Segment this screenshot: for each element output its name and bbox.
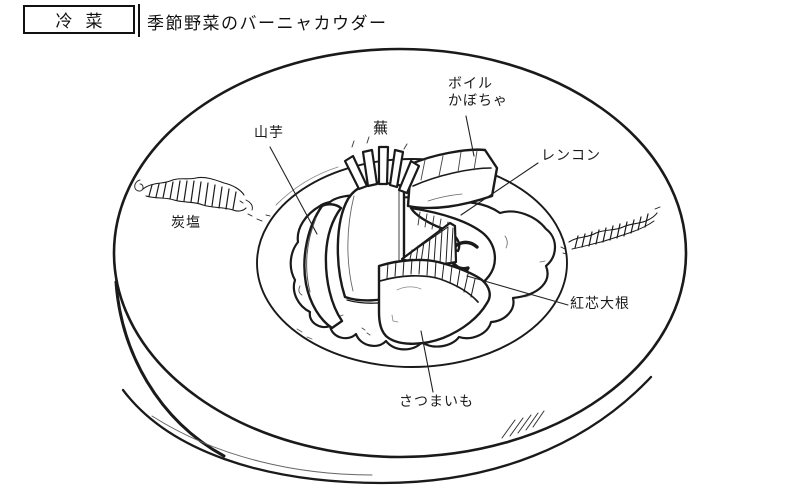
label-lotus-root: レンコン (541, 148, 601, 164)
vegetable-yam (303, 203, 344, 330)
label-sweet-potato: さつまいも (399, 394, 474, 410)
leader-lotus-root (460, 162, 539, 216)
leader-boiled-pumpkin (465, 115, 475, 157)
dish-title: 季節野菜のバーニャカウダー (147, 14, 388, 34)
label-boiled-pumpkin: ボイル かぼちゃ (448, 76, 508, 109)
leader-sweet-potato (420, 330, 434, 393)
leader-yam (269, 146, 318, 235)
category-label: 冷菜 (55, 12, 116, 32)
charcoal-salt-sketch-left (142, 176, 271, 222)
label-turnip: 蕪 (373, 119, 390, 137)
category-box: 冷菜 (23, 5, 135, 34)
vegetable-boiled-pumpkin (406, 148, 499, 210)
label-yam: 山芋 (254, 125, 284, 141)
label-red-core-daikon: 紅芯大根 (570, 296, 630, 312)
charcoal-salt-sketch-right (560, 206, 661, 255)
leader-lines (269, 115, 569, 393)
plate-inner-ring (256, 158, 568, 368)
leader-red-core-daikon (466, 275, 569, 306)
header-divider-line (138, 4, 140, 37)
label-charcoal-salt: 炭塩 (171, 215, 201, 231)
vegetable-sweet-potato (361, 258, 491, 345)
turnip-stems (343, 136, 421, 195)
